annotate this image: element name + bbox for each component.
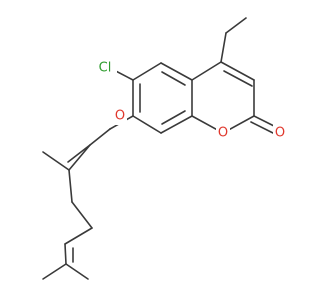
bond (67, 144, 91, 163)
bond (68, 144, 91, 171)
bond (223, 70, 253, 87)
bond (160, 62, 193, 81)
bond (71, 201, 93, 229)
bond (65, 263, 89, 280)
molecule-structure-diagram: Cl O O O (42, 17, 287, 280)
bond (64, 227, 93, 245)
bond (160, 115, 193, 134)
bond (225, 17, 247, 34)
ether-oxygen-atom: O (113, 107, 127, 125)
bond (161, 110, 186, 125)
carbonyl-oxygen-atom: O (273, 124, 287, 142)
bond (42, 263, 67, 280)
bond (220, 61, 255, 81)
bond (64, 243, 67, 265)
bond (42, 151, 70, 171)
chlorine-label: Cl (99, 61, 112, 76)
bond (253, 115, 277, 128)
bond (161, 71, 186, 86)
chlorine-atom: Cl (95, 59, 117, 77)
atom-labels: Cl O O O (95, 59, 287, 142)
bond (220, 32, 227, 63)
bond (132, 115, 162, 134)
ring-oxygen-atom: O (216, 124, 230, 142)
bond (89, 128, 111, 146)
ring-oxygen-label: O (218, 126, 228, 141)
bond-lines (42, 17, 277, 280)
bond (132, 62, 162, 81)
bond (191, 61, 222, 81)
bond (250, 121, 274, 134)
bond (68, 169, 73, 203)
carbonyl-oxygen-label: O (275, 126, 285, 141)
ether-oxygen-label: O (115, 109, 125, 124)
